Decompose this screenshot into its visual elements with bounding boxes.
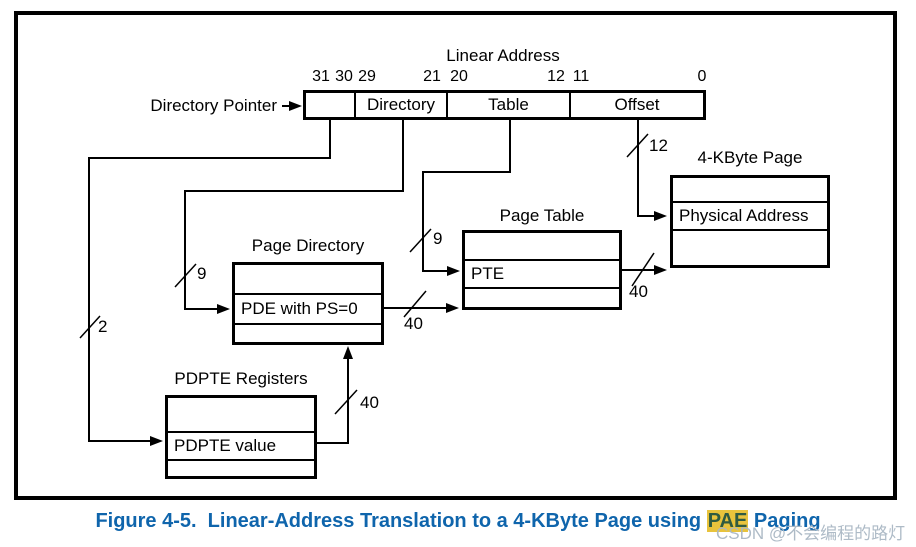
field-directory: Directory bbox=[354, 93, 446, 117]
table-row bbox=[168, 398, 314, 431]
directory-pointer-label: Directory Pointer bbox=[150, 96, 277, 115]
wire-label-40-pte: 40 bbox=[629, 282, 648, 301]
field-table: Table bbox=[446, 93, 569, 117]
wire-label-2: 2 bbox=[98, 317, 108, 336]
bit-label-11: 11 bbox=[572, 68, 590, 85]
caption-highlighted-term: PAE bbox=[706, 510, 749, 532]
wire-label-40-pdpte: 40 bbox=[360, 393, 379, 412]
bit-label-12: 12 bbox=[547, 68, 565, 85]
field-directory-pointer bbox=[306, 93, 354, 117]
page-directory-box: PDE with PS=0 bbox=[232, 262, 384, 345]
bit-label-29: 29 bbox=[358, 68, 376, 85]
pde-entry-label: PDE with PS=0 bbox=[241, 299, 358, 318]
figure-caption: Figure 4-5. Linear-Address Translation t… bbox=[0, 510, 916, 533]
bit-label-31: 31 bbox=[312, 68, 330, 85]
bit-label-20: 20 bbox=[450, 68, 468, 85]
table-row: Physical Address bbox=[673, 201, 827, 229]
pdpte-registers-box: PDPTE value bbox=[165, 395, 317, 479]
table-row bbox=[235, 265, 381, 293]
table-row bbox=[465, 233, 619, 259]
wire-label-9-table: 9 bbox=[433, 229, 443, 248]
table-row bbox=[673, 229, 827, 265]
kbyte-page-title: 4-KByte Page bbox=[697, 148, 803, 167]
wire-label-9-dir: 9 bbox=[197, 264, 207, 283]
table-row: PDE with PS=0 bbox=[235, 293, 381, 323]
wire-label-12: 12 bbox=[649, 136, 668, 155]
page-table-box: PTE bbox=[462, 230, 622, 310]
bit-label-0: 0 bbox=[697, 68, 707, 85]
linear-address-title: Linear Address bbox=[446, 46, 560, 65]
table-row: PTE bbox=[465, 259, 619, 287]
caption-suffix: Paging bbox=[748, 510, 821, 532]
table-row bbox=[168, 459, 314, 476]
physical-address-label: Physical Address bbox=[679, 206, 809, 225]
linear-address-box: Directory Table Offset bbox=[303, 90, 706, 120]
page-table-title: Page Table bbox=[499, 206, 585, 225]
bit-label-21: 21 bbox=[423, 68, 441, 85]
caption-prefix: Figure 4-5. Linear-Address Translation t… bbox=[95, 510, 707, 532]
table-row bbox=[465, 287, 619, 307]
wire-label-40-pde: 40 bbox=[404, 314, 423, 333]
figure-border bbox=[14, 11, 897, 500]
watermark: CSDN @不会编程的路灯 bbox=[716, 524, 906, 543]
table-row bbox=[235, 323, 381, 342]
table-row: PDPTE value bbox=[168, 431, 314, 459]
field-offset: Offset bbox=[569, 93, 703, 117]
pte-entry-label: PTE bbox=[471, 264, 505, 283]
table-row bbox=[673, 178, 827, 201]
page-directory-title: Page Directory bbox=[251, 236, 365, 255]
bit-label-30: 30 bbox=[335, 68, 353, 85]
pdpte-value-label: PDPTE value bbox=[174, 436, 277, 455]
pdpte-registers-title: PDPTE Registers bbox=[174, 369, 308, 388]
kbyte-page-box: Physical Address bbox=[670, 175, 830, 268]
